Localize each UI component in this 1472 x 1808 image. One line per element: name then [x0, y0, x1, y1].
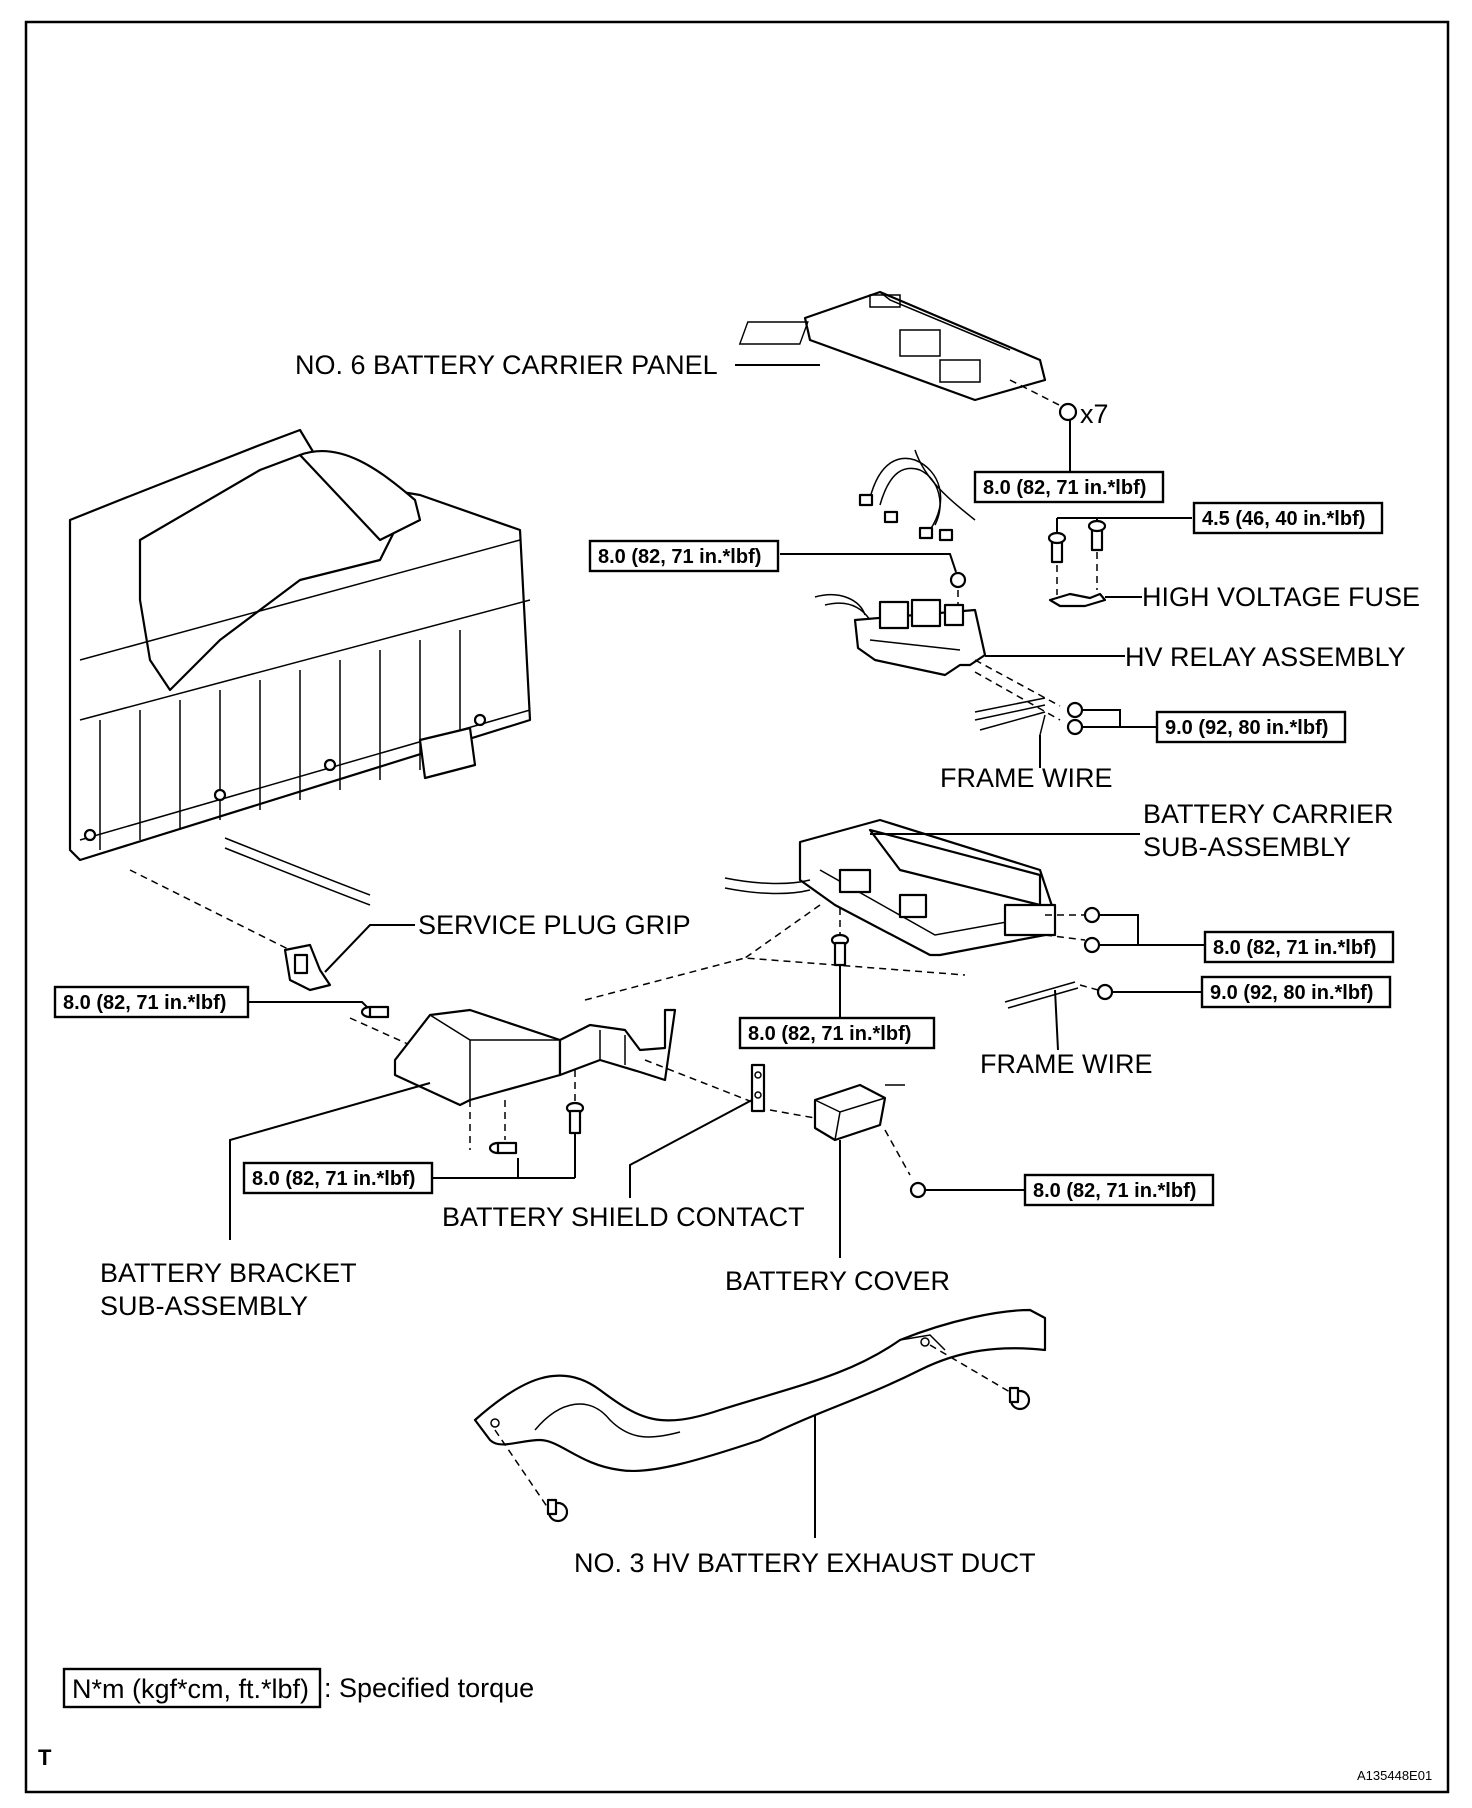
- figure-id: A135448E01: [1357, 1768, 1432, 1783]
- label-bracket-sub-2: SUB-ASSEMBLY: [100, 1291, 308, 1321]
- label-carrier-sub-1: BATTERY CARRIER: [1143, 799, 1394, 829]
- service-plug-grip-icon: [283, 943, 332, 992]
- label-shield-contact: BATTERY SHIELD CONTACT: [442, 1202, 805, 1232]
- legend-description: : Specified torque: [324, 1673, 534, 1703]
- label-hv-fuse: HIGH VOLTAGE FUSE: [1142, 582, 1420, 612]
- frame-wire-illustration-2: [1004, 981, 1079, 1009]
- torque-frame-wire-nut-2: 9.0 (92, 80 in.*lbf): [1210, 982, 1373, 1004]
- battery-bracket-illustration: [393, 1008, 677, 1107]
- leader-frame-wire-2: [1054, 989, 1059, 1051]
- frame-nut-icon-2: [1066, 718, 1084, 736]
- panel-bolt-icon: [1058, 402, 1078, 422]
- cover-nut-icon: [909, 1181, 927, 1199]
- dash-bracket-bolt-top: [349, 1017, 411, 1046]
- legend-unit: N*m (kgf*cm, ft.*lbf): [72, 1674, 309, 1704]
- torque-box-frame-wire-nuts: [1155, 710, 1347, 744]
- bracket-bolts-icon-bottom: [488, 1101, 585, 1155]
- label-carrier-panel: NO. 6 BATTERY CARRIER PANEL: [295, 350, 718, 380]
- leader-carrier-nuts: [1099, 914, 1205, 946]
- dash-panel-bolt: [1009, 379, 1066, 409]
- fuse-bolts-icon: [1047, 519, 1107, 564]
- dash-fuse-bolts: [1056, 552, 1098, 595]
- exhaust-duct-illustration: [473, 1308, 1047, 1473]
- panel-bolt-quantity: x7: [1080, 399, 1109, 429]
- label-battery-cover: BATTERY COVER: [725, 1266, 950, 1296]
- leader-bracket-sub: [229, 1082, 431, 1240]
- label-exhaust-duct: NO. 3 HV BATTERY EXHAUST DUCT: [574, 1548, 1036, 1578]
- torque-box-bracket-bolt-top: [53, 985, 250, 1019]
- carrier-sub-assembly-illustration: [724, 818, 1057, 957]
- torque-fuse-bolts: 4.5 (46, 40 in.*lbf): [1202, 508, 1365, 530]
- torque-box-relay-nut: [588, 539, 780, 573]
- leader-bracket-bolt-top: [248, 1001, 369, 1009]
- relay-nut-icon: [949, 571, 967, 589]
- dash-carrier-outline: [584, 904, 966, 1001]
- torque-cover-nut: 8.0 (82, 71 in.*lbf): [1033, 1180, 1196, 1202]
- frame-wire-illustration-1: [974, 697, 1046, 736]
- leader-frame-wire-nuts: [1082, 709, 1157, 728]
- leader-fuse-bolts: [1056, 517, 1192, 532]
- dash-service-plug: [129, 869, 291, 951]
- torque-relay-nut: 8.0 (82, 71 in.*lbf): [598, 546, 761, 568]
- frame-nut-icon-1: [1066, 701, 1084, 719]
- torque-box-fuse-bolts: [1192, 501, 1384, 535]
- bracket-bolt-icon-top: [360, 1005, 390, 1019]
- torque-box-carrier-bolt: [738, 1016, 936, 1050]
- torque-panel-bolts: 8.0 (82, 71 in.*lbf): [983, 477, 1146, 499]
- dash-frame-wire-2: [1079, 984, 1099, 991]
- label-bracket-sub-1: BATTERY BRACKET: [100, 1258, 357, 1288]
- label-carrier-sub-2: SUB-ASSEMBLY: [1143, 832, 1351, 862]
- leader-service-plug: [324, 924, 415, 973]
- dash-carrier-nuts: [1044, 914, 1086, 941]
- carrier-nut-icon-2: [1083, 936, 1101, 954]
- torque-box-cover-nut: [1023, 1173, 1215, 1207]
- wire-harness-illustration: [858, 449, 976, 542]
- label-hv-relay: HV RELAY ASSEMBLY: [1125, 642, 1406, 672]
- leader-shield-contact: [629, 1099, 753, 1198]
- dash-bracket-bolts: [469, 1070, 576, 1150]
- torque-box-bracket-bolts-bottom: [242, 1161, 434, 1195]
- carrier-panel-illustration: [738, 290, 1047, 402]
- frame-wire-nut-icon-2: [1096, 983, 1114, 1001]
- hv-relay-illustration: [814, 593, 987, 677]
- duct-clip-icon-2: [1008, 1386, 1031, 1411]
- dash-relay-frame: [974, 659, 1061, 721]
- leader-relay-nut: [780, 553, 957, 573]
- torque-bracket-bolt-top: 8.0 (82, 71 in.*lbf): [63, 992, 226, 1014]
- hv-battery-illustration: [68, 428, 532, 906]
- dash-battery-cover: [769, 1109, 911, 1176]
- label-frame-wire-2: FRAME WIRE: [980, 1049, 1153, 1079]
- torque-frame-wire-nuts: 9.0 (92, 80 in.*lbf): [1165, 717, 1328, 739]
- dash-exhaust-duct: [494, 1344, 1016, 1509]
- torque-bracket-bolts-bottom: 8.0 (82, 71 in.*lbf): [252, 1168, 415, 1190]
- leader-bracket-bolts-bottom: [432, 1133, 576, 1179]
- torque-carrier-bolt: 8.0 (82, 71 in.*lbf): [748, 1023, 911, 1045]
- torque-box-panel-bolts: [973, 470, 1165, 504]
- duct-clip-icon-1: [546, 1498, 569, 1523]
- carrier-bolt-icon: [830, 933, 850, 967]
- legend-torque-box: [62, 1667, 322, 1709]
- battery-cover-illustration: [813, 1083, 905, 1142]
- carrier-nut-icon-1: [1083, 906, 1101, 924]
- label-service-plug: SERVICE PLUG GRIP: [418, 910, 691, 940]
- label-frame-wire-1: FRAME WIRE: [940, 763, 1113, 793]
- corner-mark: T: [38, 1745, 52, 1770]
- hv-fuse-icon: [1048, 592, 1107, 608]
- torque-box-carrier-nuts: [1203, 930, 1395, 964]
- diagram-frame: [24, 20, 1450, 1794]
- dash-bracket-contact: [644, 1059, 761, 1106]
- torque-box-frame-wire-nut-2: [1200, 975, 1392, 1009]
- shield-contact-icon: [750, 1063, 766, 1113]
- torque-carrier-nuts: 8.0 (82, 71 in.*lbf): [1213, 937, 1376, 959]
